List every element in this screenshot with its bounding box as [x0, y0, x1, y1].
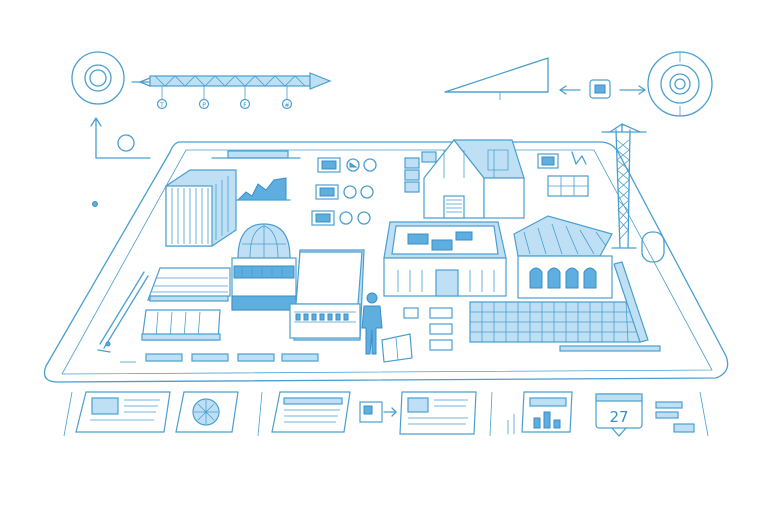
- timeline-markers: T P F #: [156, 86, 293, 110]
- timeline-marker-label: #: [284, 102, 289, 109]
- board-header-bars: [211, 150, 301, 159]
- book-icon: [381, 333, 413, 363]
- colonnade-building: [141, 309, 221, 341]
- bottom-card-flow: [359, 391, 477, 435]
- tall-grid-building: [289, 249, 365, 341]
- stacked-tiles: [404, 151, 437, 193]
- striped-office-building: [165, 169, 237, 247]
- flow-arrows: [559, 79, 646, 99]
- board-footer-bars: [120, 353, 319, 363]
- timeline-marker-label: T: [159, 102, 164, 109]
- bottom-card-document: [63, 391, 171, 437]
- connector-up-arrow: [90, 117, 151, 207]
- window-grid-icon: [537, 151, 589, 197]
- calendar-tile: 27: [595, 393, 643, 437]
- left-rail-pencil: [97, 271, 149, 353]
- low-flat-building: [147, 267, 231, 302]
- warehouse-building: [423, 139, 525, 219]
- icon-row-2: [315, 184, 374, 200]
- timeline-marker-label: P: [202, 102, 206, 109]
- icon-row-1: [317, 157, 377, 173]
- bottom-divider: [257, 391, 493, 437]
- solar-grid-panel: [469, 261, 661, 352]
- greenhouse-station: [513, 215, 613, 299]
- bottom-card-tiles: [655, 391, 709, 437]
- ramp-diagram: [444, 57, 549, 100]
- person-figure: [361, 292, 383, 355]
- bottom-card-clock: [175, 391, 239, 433]
- timeline-marker-label: F: [243, 102, 247, 109]
- target-icon-left: [71, 51, 125, 105]
- target-icon-right: [647, 51, 713, 117]
- bottom-card-bar-chart: [507, 391, 573, 434]
- timeline-arrow: [131, 72, 332, 90]
- growth-chart-graphic: [235, 177, 291, 201]
- bottom-card-report: [271, 391, 351, 433]
- central-plaza-building: [383, 221, 507, 297]
- calendar-day-text: 27: [609, 408, 628, 426]
- crane-tower: [601, 123, 647, 249]
- plaza-tiles: [403, 307, 453, 351]
- icon-row-3: [311, 210, 371, 226]
- domed-museum-building: [231, 223, 297, 311]
